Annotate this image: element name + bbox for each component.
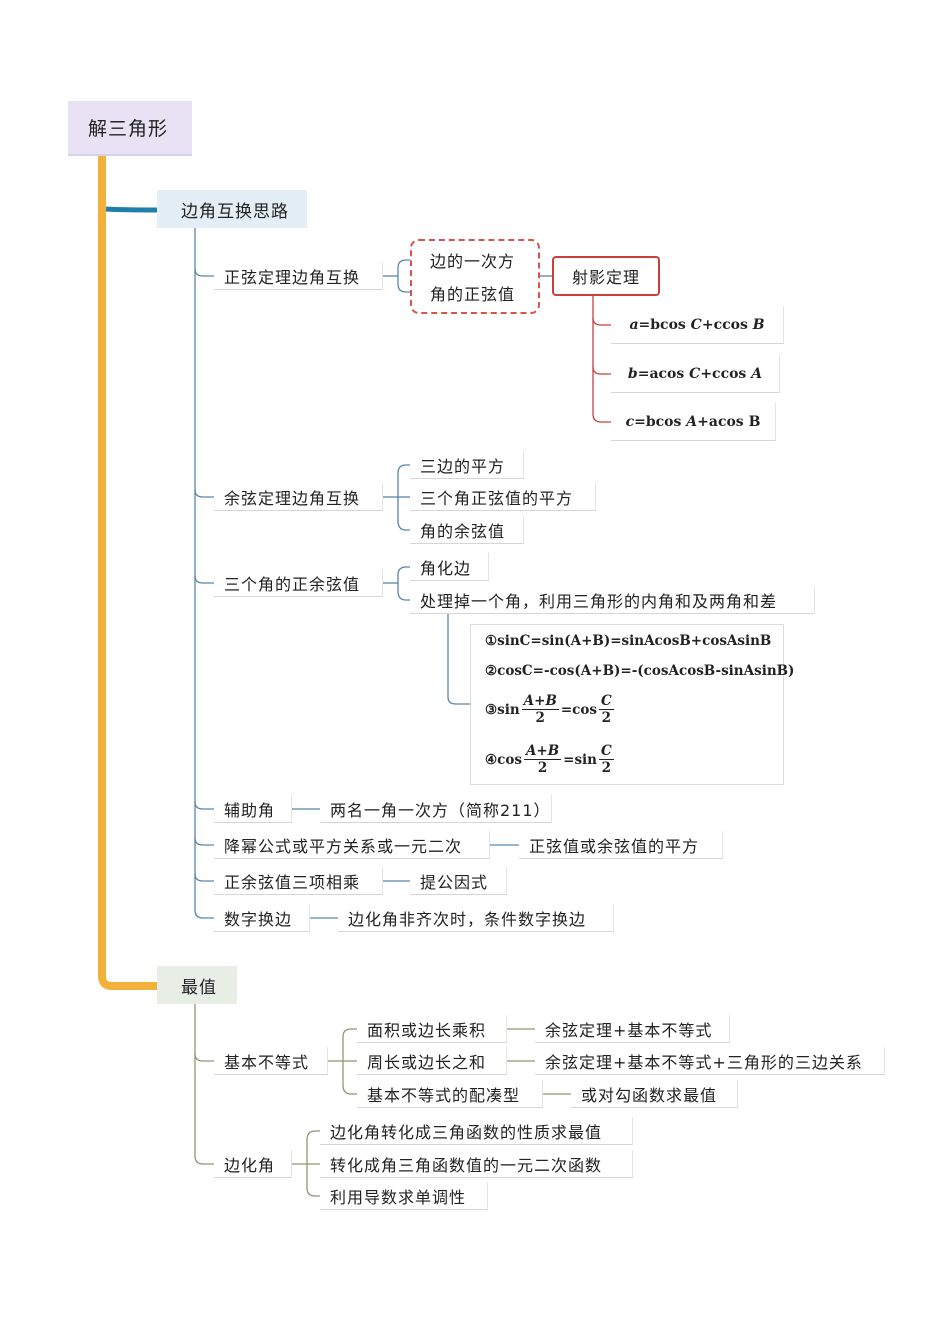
projection-formula-b[interactable]: b=acos C+ccos A: [611, 355, 780, 393]
power-reduction-child[interactable]: 正弦值或余弦值的平方: [519, 831, 723, 859]
angle-to-side-node[interactable]: 角化边: [410, 553, 489, 581]
identity-sinC: ①sinC=sin(A+B)=sinAcosB+cosAsinB: [485, 633, 772, 649]
side-to-angle-item-2[interactable]: 转化成角三角函数值的一元二次函数: [320, 1150, 633, 1178]
power-reduction-node[interactable]: 降幂公式或平方关系或一元二次: [214, 831, 490, 859]
projection-formula-c[interactable]: c=bcos A+acos B: [611, 403, 776, 441]
three-products-child[interactable]: 提公因式: [410, 867, 507, 895]
trig-identities-box[interactable]: ①sinC=sin(A+B)=sinAcosB+cosAsinB ②cosC=-…: [470, 624, 794, 785]
cosine-item-sine-squares[interactable]: 三个角正弦值的平方: [410, 483, 596, 511]
branch-side-angle[interactable]: 边角互换思路: [157, 190, 307, 228]
basic-inequality-node[interactable]: 基本不等式: [214, 1047, 328, 1075]
sine-item-angle-sine: 角的正弦值: [430, 285, 516, 305]
three-angles-node[interactable]: 三个角的正余弦值: [214, 569, 383, 597]
cosine-item-side-squares[interactable]: 三边的平方: [410, 451, 524, 479]
perimeter-sum-child[interactable]: 余弦定理+基本不等式+三角形的三边关系: [535, 1047, 885, 1075]
cosine-rule-node[interactable]: 余弦定理边角互换: [214, 483, 383, 511]
side-to-angle-item-1[interactable]: 边化角转化成三角函数的性质求最值: [320, 1117, 633, 1145]
perimeter-sum-node[interactable]: 周长或边长之和: [357, 1047, 507, 1075]
sine-item-side-power: 边的一次方: [430, 251, 516, 271]
projection-formula-a[interactable]: a=bcos C+ccos B: [611, 306, 784, 344]
cosine-item-angle-cosine[interactable]: 角的余弦值: [410, 516, 524, 544]
completion-type-child[interactable]: 或对勾函数求最值: [571, 1080, 738, 1108]
aux-angle-node[interactable]: 辅助角: [214, 795, 292, 823]
three-products-node[interactable]: 正余弦值三项相乘: [214, 867, 383, 895]
sine-rule-node[interactable]: 正弦定理边角互换: [214, 262, 383, 290]
completion-type-node[interactable]: 基本不等式的配凑型: [357, 1080, 543, 1108]
sine-rule-items-box[interactable]: 边的一次方 角的正弦值: [410, 239, 540, 314]
root-label: 解三角形: [88, 118, 169, 140]
eliminate-angle-node[interactable]: 处理掉一个角，利用三角形的内角和及两角和差: [410, 586, 815, 614]
area-product-child[interactable]: 余弦定理+基本不等式: [535, 1015, 730, 1043]
number-sub-child[interactable]: 边化角非齐次时，条件数字换边: [338, 904, 614, 932]
side-to-angle-item-3[interactable]: 利用导数求单调性: [320, 1182, 488, 1210]
area-product-node[interactable]: 面积或边长乘积: [357, 1015, 507, 1043]
aux-angle-child[interactable]: 两名一角一次方（简称211）: [320, 795, 552, 823]
projection-theorem-node[interactable]: 射影定理: [552, 256, 660, 296]
side-to-angle-node[interactable]: 边化角: [214, 1150, 292, 1178]
number-sub-node[interactable]: 数字换边: [214, 904, 310, 932]
identity-cosC: ②cosC=-cos(A+B)=-(cosAcosB-sinAsinB): [485, 663, 795, 679]
branch-extremum[interactable]: 最值: [157, 966, 237, 1004]
root-topic[interactable]: 解三角形: [68, 101, 192, 156]
